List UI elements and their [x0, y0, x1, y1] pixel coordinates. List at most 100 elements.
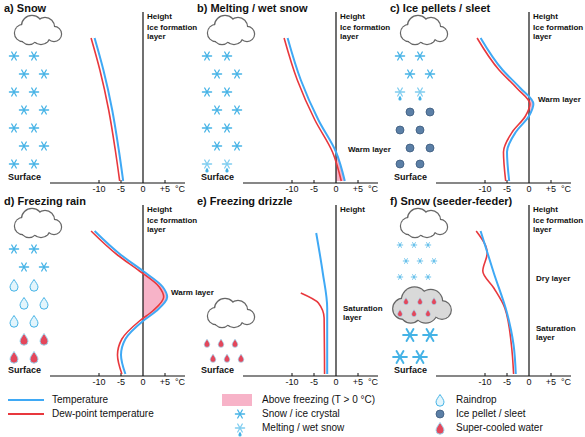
snow-symbol	[395, 52, 404, 60]
axis-tick	[551, 180, 552, 183]
sc-symbol	[436, 423, 444, 435]
axis-tick	[485, 373, 486, 376]
tick-label: 0	[140, 378, 145, 388]
cloud	[208, 299, 254, 327]
legend-text: Raindrop	[456, 394, 497, 405]
snow-symbol	[9, 160, 18, 168]
snow-symbol	[423, 329, 437, 341]
panel-title: f) Snow (seeder-feeder)	[390, 195, 512, 207]
snow-symbol	[411, 243, 417, 248]
layer-label: Saturation layer	[343, 305, 387, 323]
dew-point-curve	[477, 38, 530, 181]
panel-title: b) Melting / wet snow	[197, 2, 308, 14]
axis-tick	[551, 373, 552, 376]
tick-label: 0	[333, 378, 338, 388]
tick-label: -5	[117, 185, 125, 195]
unit-label: °C	[561, 185, 571, 195]
snow-symbol	[403, 259, 409, 264]
snow-symbol	[19, 263, 28, 271]
snow-symbol	[29, 88, 38, 96]
sc-symbol	[20, 334, 28, 346]
layer-label: Ice formation layer	[340, 24, 396, 42]
rain-symbol	[20, 298, 28, 310]
rain-symbol	[10, 316, 18, 328]
snow-symbol	[29, 160, 38, 168]
axis-tick	[358, 373, 359, 376]
axis-label: Warm layer	[538, 96, 581, 105]
axis-label: Height	[533, 13, 558, 22]
snow-symbol	[9, 124, 18, 132]
panel-title: e) Freezing drizzle	[197, 195, 292, 207]
dew-point-curve	[91, 231, 164, 374]
snow-symbol	[232, 70, 241, 78]
snow-symbol	[29, 245, 38, 253]
axis-tick	[314, 373, 315, 376]
tick-label: 0	[526, 185, 531, 195]
cloud	[393, 288, 451, 323]
snow-symbol	[19, 70, 28, 78]
pellet-symbol	[396, 126, 404, 134]
temperature-curve	[316, 233, 327, 374]
tick-label: -5	[117, 378, 125, 388]
snow-symbol	[405, 70, 414, 78]
temperature-curve	[95, 38, 124, 181]
sc-symbol	[404, 298, 409, 305]
unit-label: °C	[368, 185, 378, 195]
sc-symbol	[218, 339, 224, 347]
sc-symbol	[40, 334, 48, 346]
surface-label: Surface	[8, 173, 41, 183]
wet-symbol	[222, 160, 231, 172]
layer-label: Ice formation layer	[533, 217, 585, 235]
tick-label: -10	[285, 185, 298, 195]
tick-label: +5	[546, 378, 556, 388]
snow-symbol	[19, 106, 28, 114]
snow-symbol	[222, 124, 231, 132]
snow-symbol	[425, 275, 431, 280]
axis-tick	[314, 180, 315, 183]
pellet-symbol	[426, 108, 434, 116]
tick-label: -10	[285, 378, 298, 388]
height-axis	[142, 205, 143, 376]
surface-label: Surface	[201, 173, 234, 183]
surface-label: Surface	[394, 366, 427, 376]
tick-label: 0	[140, 185, 145, 195]
axis-label: Height	[147, 13, 172, 22]
legend-text: Snow / ice crystal	[262, 408, 340, 419]
axis-tick	[485, 180, 486, 183]
pellet-symbol	[406, 144, 414, 152]
sc-symbol	[204, 339, 210, 347]
cloud	[208, 16, 254, 44]
tick-label: -5	[310, 378, 318, 388]
dew-point-curve	[301, 293, 325, 374]
snow-symbol	[431, 259, 437, 264]
sc-symbol	[232, 339, 238, 347]
pellet-symbol	[416, 160, 424, 168]
axis-tick	[507, 180, 508, 183]
tick-label: 0	[333, 185, 338, 195]
axis-label: Height	[533, 206, 558, 215]
sc-symbol	[426, 310, 431, 317]
surface-label: Surface	[394, 173, 427, 183]
snow-symbol	[9, 88, 18, 96]
pellet-symbol	[436, 410, 444, 418]
axis-tick	[292, 180, 293, 183]
snow-symbol	[411, 275, 417, 280]
surface-label: Surface	[201, 366, 234, 376]
tick-label: +5	[160, 378, 170, 388]
height-axis	[335, 12, 336, 183]
rain-symbol	[10, 280, 18, 292]
snow-symbol	[9, 245, 18, 253]
panel-title: d) Freezing rain	[4, 195, 86, 207]
unit-label: °C	[175, 378, 185, 388]
wet-symbol	[415, 88, 424, 100]
tick-label: -10	[478, 378, 491, 388]
legend-line	[8, 413, 44, 415]
legend-text: Dew-point temperature	[52, 408, 154, 419]
sc-symbol	[224, 354, 230, 362]
pellet-symbol	[426, 144, 434, 152]
legend-text: Temperature	[52, 394, 108, 405]
rain-symbol	[436, 395, 444, 407]
pellet-symbol	[406, 108, 414, 116]
legend-text: Super-cooled water	[456, 422, 543, 433]
sc-symbol	[10, 352, 18, 364]
